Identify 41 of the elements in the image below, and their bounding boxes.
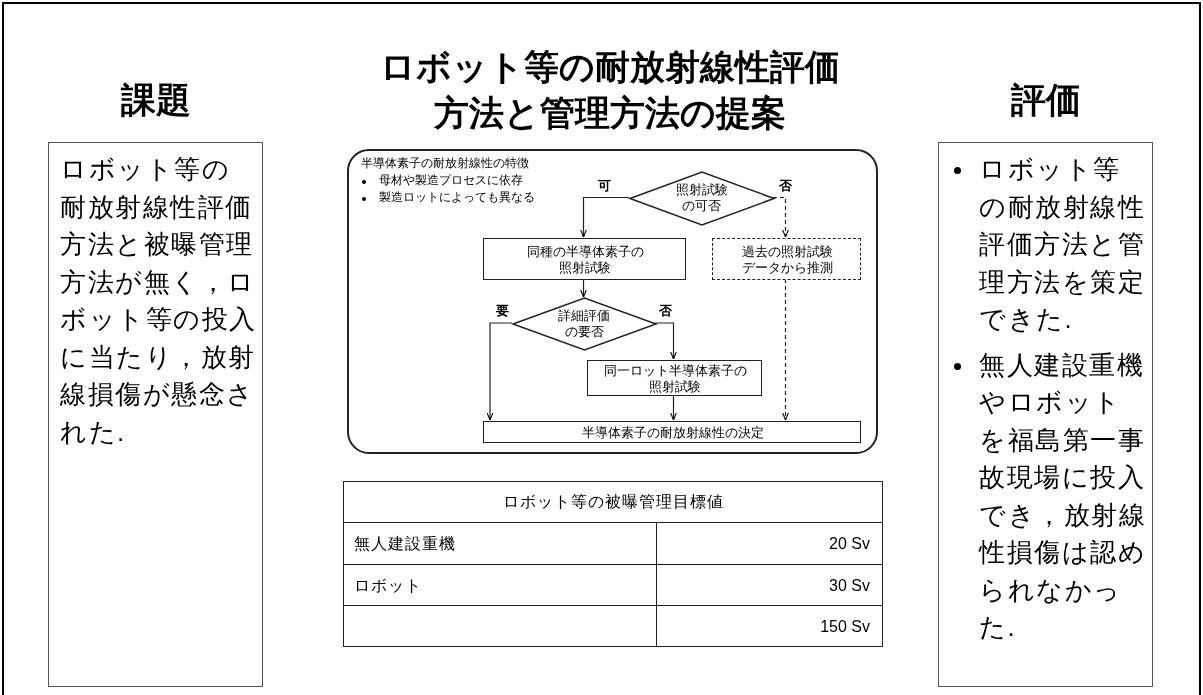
table-title: ロボット等の被曝管理目標値: [343, 481, 883, 523]
decision-diamond: [512, 297, 656, 350]
box-label: 詳細評価の要否: [557, 307, 611, 340]
table-cell: 20 Sv: [657, 523, 883, 565]
edge-label: 要: [496, 302, 509, 320]
process-box: [482, 420, 861, 443]
arrow: [580, 278, 587, 298]
process-box: [711, 237, 861, 280]
bullet-item: ロボット等の耐放射線性評価方法と管理方法を策定できた.: [979, 153, 1146, 336]
section-heading: 評価: [1009, 78, 1082, 121]
arrow: [654, 322, 677, 360]
panel-heading: 半導体素子の耐放射線性の特徴: [361, 156, 529, 171]
arrow: [580, 196, 630, 238]
table-cell: ロボット: [343, 565, 657, 606]
table-cell: 30 Sv: [657, 565, 883, 606]
decision-diamond: [629, 171, 774, 225]
bullet-item: 無人建設重機やロボットを福島第一事故現場に投入でき，放射線性損傷は認められなかった.: [979, 348, 1147, 644]
bullet-item: 母材や製造プロセスに依存: [379, 173, 523, 188]
title: ロボット等の耐放射線性評価方法と管理方法の提案: [380, 46, 840, 134]
arrow: [782, 278, 789, 421]
box-label: 照射試験の可否: [674, 182, 729, 214]
bullet-item: 製造ロットによっても異なる: [379, 190, 535, 205]
box-label: 半導体素子の耐放射線性の決定: [580, 424, 765, 441]
table-cell: 150 Sv: [657, 606, 883, 647]
flowchart-panel: [347, 149, 878, 454]
edge-label: 可: [598, 177, 611, 195]
text-box: [938, 142, 1153, 687]
table-cell: 無人建設重機: [343, 523, 657, 565]
arrow: [486, 322, 513, 421]
box-label: 同一ロット半導体素子の照射試験: [602, 362, 748, 395]
edge-label: 否: [779, 177, 792, 195]
process-box: [482, 237, 686, 280]
arrow: [670, 394, 677, 421]
paragraph: ロボット等の耐放射線性評価方法と被曝管理方法が無く，ロボット等の投入に当たり，放射線損傷が懸念された.: [60, 153, 257, 449]
box-label: 過去の照射試験データから推測: [740, 243, 834, 276]
text-box: [48, 142, 263, 687]
arrow: [772, 196, 789, 238]
edge-label: 否: [659, 302, 672, 320]
process-box: [586, 359, 762, 396]
section-heading: 課題: [119, 78, 192, 121]
box-label: 同種の半導体素子の照射試験: [525, 243, 645, 276]
